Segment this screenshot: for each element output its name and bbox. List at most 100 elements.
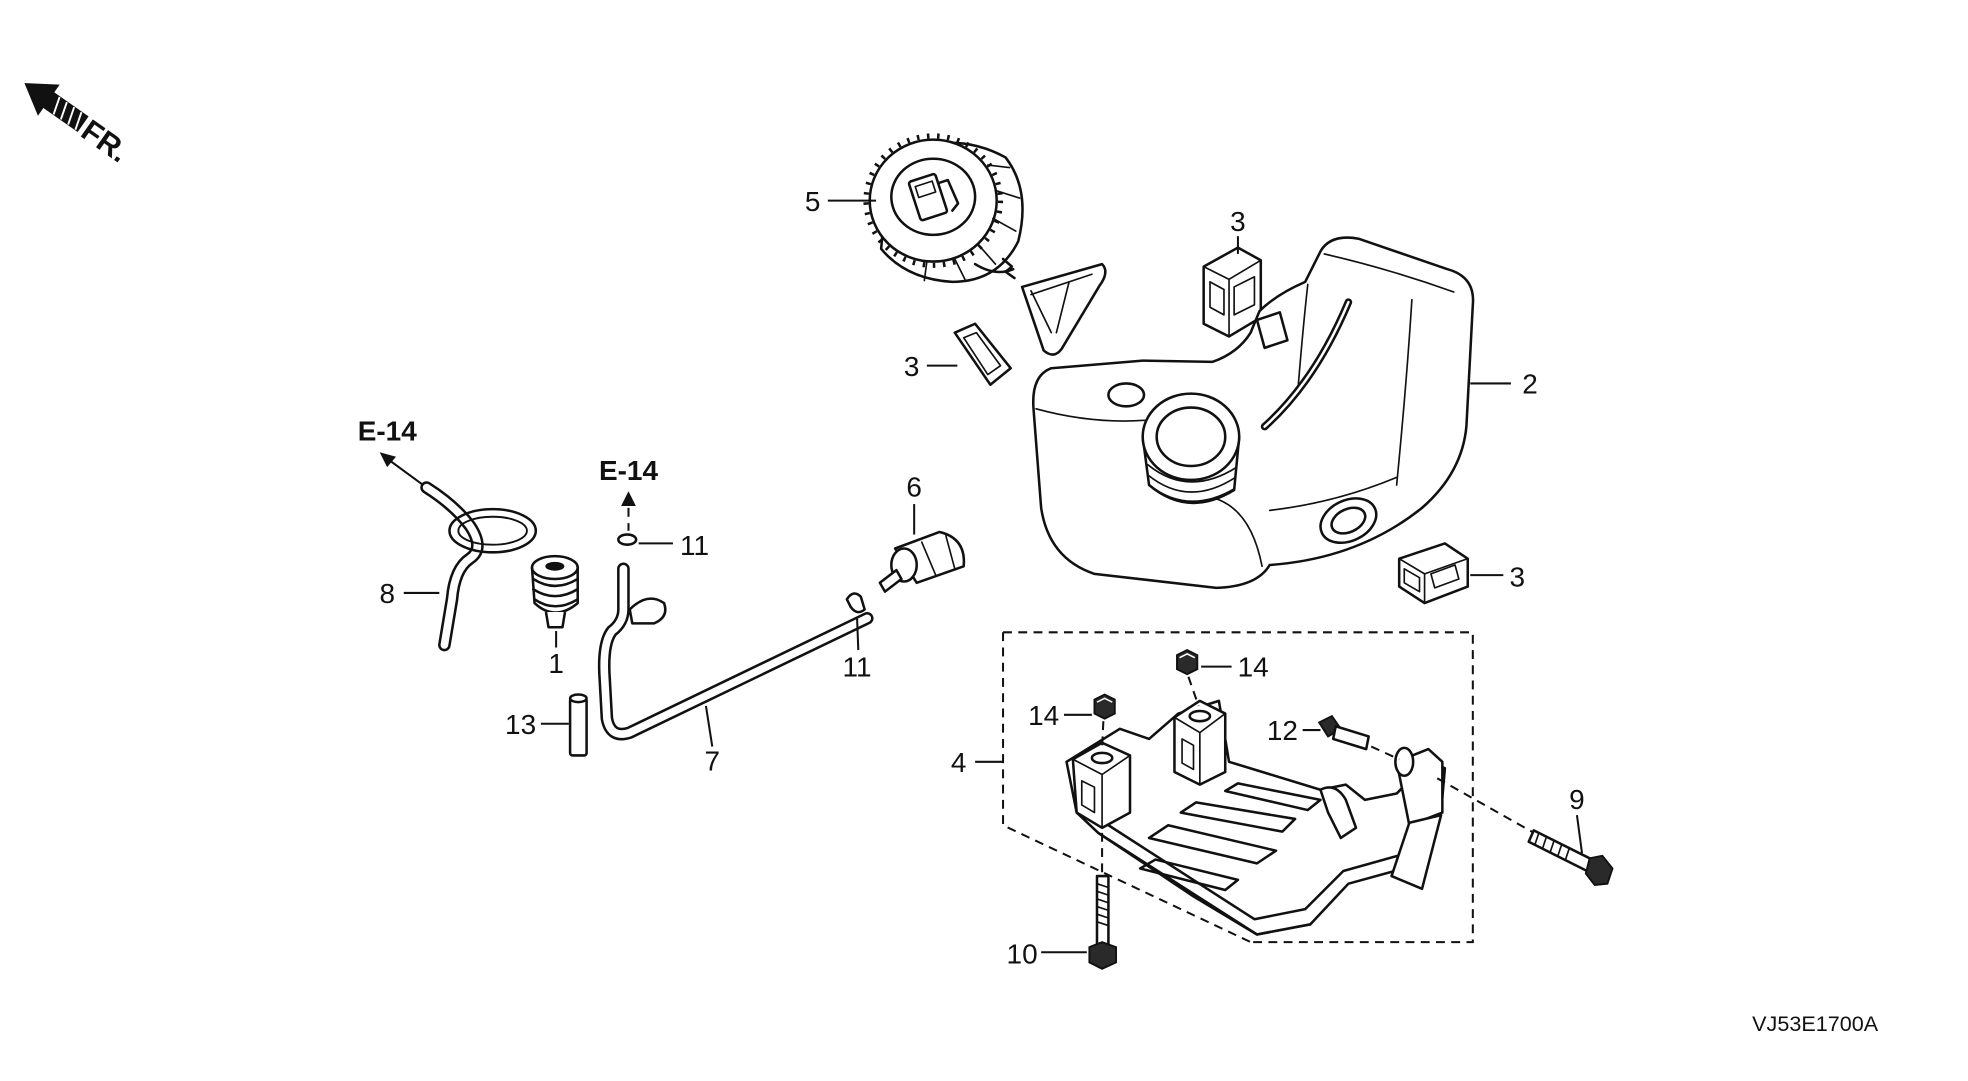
- filter-grommet-hole: [545, 561, 565, 571]
- hose-clip-11-upper: [617, 533, 638, 546]
- tank-bracket-slots: [1138, 782, 1322, 892]
- hose-clip-11-lower-part: 11: [843, 592, 872, 683]
- collar-bolt-part-12: 12: [1267, 714, 1400, 761]
- callout-7: 7: [705, 746, 721, 777]
- fuel-hose-8-inner: [422, 483, 482, 649]
- grommet-part-bottom-right: 3: [1397, 542, 1525, 605]
- fuel-tube-7-clip-plate: [628, 597, 667, 625]
- collar-bolt-12-dashed-line: [1370, 745, 1400, 761]
- tank-bracket-clamp-arm: [1319, 786, 1358, 840]
- grommet-br-edges: [1398, 557, 1469, 604]
- bolt-9-head: [1584, 854, 1614, 886]
- collar-bolt-12-shaft: [1331, 724, 1370, 751]
- bolt-9-threads: [1534, 832, 1571, 861]
- ref-e14-left-arrowhead: [379, 452, 397, 468]
- fuel-cap-strap: [973, 262, 1015, 274]
- callout-10: 10: [1007, 939, 1038, 970]
- fuel-pump-icon: [907, 172, 960, 222]
- fuel-tank-vent-hole: [1107, 382, 1146, 408]
- fuel-tank-part: 2: [1031, 236, 1538, 590]
- fuel-cap-part: 5: [805, 133, 1107, 356]
- nut-14-right-dashed-line: [1187, 676, 1200, 707]
- fuel-tube-7-outer: [597, 562, 874, 741]
- tank-bracket-post-right-edges: [1173, 712, 1227, 786]
- callout-2: 2: [1522, 369, 1538, 400]
- short-tube-top: [568, 693, 588, 704]
- callout-14-left: 14: [1028, 700, 1059, 731]
- bolt-10-threads: [1096, 882, 1110, 927]
- fuel-tank-filler-thread-lines: [1146, 463, 1238, 503]
- bolt-10-head: [1088, 941, 1117, 970]
- fuel-tube-7-inner: [600, 565, 871, 738]
- fuel-cap-inner-ring: [890, 157, 977, 237]
- grommet-part-top: 3: [1202, 206, 1263, 338]
- bolt-part-10: 10: [1007, 832, 1117, 970]
- nut-part-14-right: 14: [1176, 649, 1269, 707]
- grommet-top-body: [1202, 246, 1263, 338]
- nut-part-14-left: 14: [1028, 693, 1116, 750]
- fuel-tank-filler-opening: [1155, 406, 1227, 468]
- callout-11-lower: 11: [843, 652, 872, 683]
- filter-grommet-ribs: [531, 577, 579, 608]
- callout-7-leader: [704, 705, 714, 747]
- fuel-pump-icon-window: [914, 180, 937, 199]
- fuel-pump-icon-body: [907, 172, 949, 222]
- grommet-left-body: [953, 322, 1012, 386]
- callout-4: 4: [951, 747, 967, 778]
- front-direction-arrow: FR.: [24, 83, 135, 169]
- hose-clip-11-lower: [845, 592, 866, 614]
- arrow-shaft-hatch: [52, 96, 83, 130]
- tank-bracket-post-right-hole: [1188, 709, 1212, 723]
- callout-3-top: 3: [1230, 206, 1246, 237]
- callout-9-leader: [1575, 814, 1584, 854]
- callout-1: 1: [548, 648, 564, 679]
- callout-8: 8: [379, 578, 395, 609]
- hose-clip-ring-inner: [457, 515, 528, 546]
- grommet-br-slot: [1403, 564, 1460, 593]
- fuel-pump-icon-hose: [936, 178, 960, 212]
- grommet-part-left: 3: [904, 322, 1012, 386]
- grommet-left-inner: [962, 331, 1002, 376]
- fuel-filter-ribs: [920, 534, 956, 576]
- assembly-dashed-boundary: [1002, 631, 1474, 944]
- ref-e14-left-arrow-line: [387, 458, 428, 489]
- fuel-cap-knurl: [863, 133, 1004, 268]
- fuel-filter-part: 6: [878, 471, 966, 593]
- bolt-9-dashed-line: [1436, 777, 1537, 836]
- nut-14-right-face: [1179, 653, 1196, 659]
- fuel-cap-retainer-ribs: [1030, 273, 1093, 334]
- tank-bracket-flange: [1097, 821, 1417, 936]
- short-tube-body: [568, 697, 588, 757]
- callout-3-left: 3: [904, 351, 920, 382]
- fuel-cap-strap-break: [1001, 257, 1016, 280]
- fuel-tube-7-part: 7: [597, 562, 874, 777]
- fuel-cap-cage-lines: [923, 164, 1021, 282]
- tank-bracket-hinge-arm: [1390, 813, 1443, 891]
- tank-bracket-assembly-part: 4 14 14: [951, 631, 1474, 970]
- filter-grommet-nipple: [544, 611, 567, 629]
- fuel-tank-edges: [1035, 253, 1455, 568]
- ref-e14-middle-arrowhead: [621, 491, 636, 506]
- callout-3-bottom-right: 3: [1509, 562, 1525, 593]
- nut-14-left-dashed-line: [1101, 721, 1105, 750]
- hose-clip-11-upper-part: E-14 11: [599, 455, 709, 561]
- bolt-part-9: 9: [1436, 777, 1614, 886]
- fuel-tank-clip: [1255, 311, 1289, 350]
- callout-11-lower-leader: [856, 617, 860, 651]
- tank-bracket-post-left-edges: [1072, 754, 1131, 829]
- callout-5: 5: [805, 186, 821, 217]
- callout-9: 9: [1569, 784, 1585, 815]
- ref-label-e14-middle: E-14: [599, 455, 658, 486]
- nut-14-left-face: [1096, 697, 1113, 703]
- hose-clip-ring-outer: [448, 507, 538, 554]
- short-tube-part: 13: [505, 693, 588, 757]
- ref-label-e14-left: E-14: [358, 416, 417, 447]
- callout-13: 13: [505, 709, 536, 740]
- callout-12: 12: [1267, 715, 1298, 746]
- filter-grommet-part: 1: [530, 554, 579, 679]
- fuel-tank-hose-groove-inner: [1263, 300, 1350, 428]
- fuel-cap-retainer: [1020, 262, 1107, 356]
- tank-bracket-hinge-end: [1394, 746, 1415, 778]
- tank-bracket-post-left-hole: [1090, 751, 1114, 765]
- arrow-shaft: [41, 90, 89, 133]
